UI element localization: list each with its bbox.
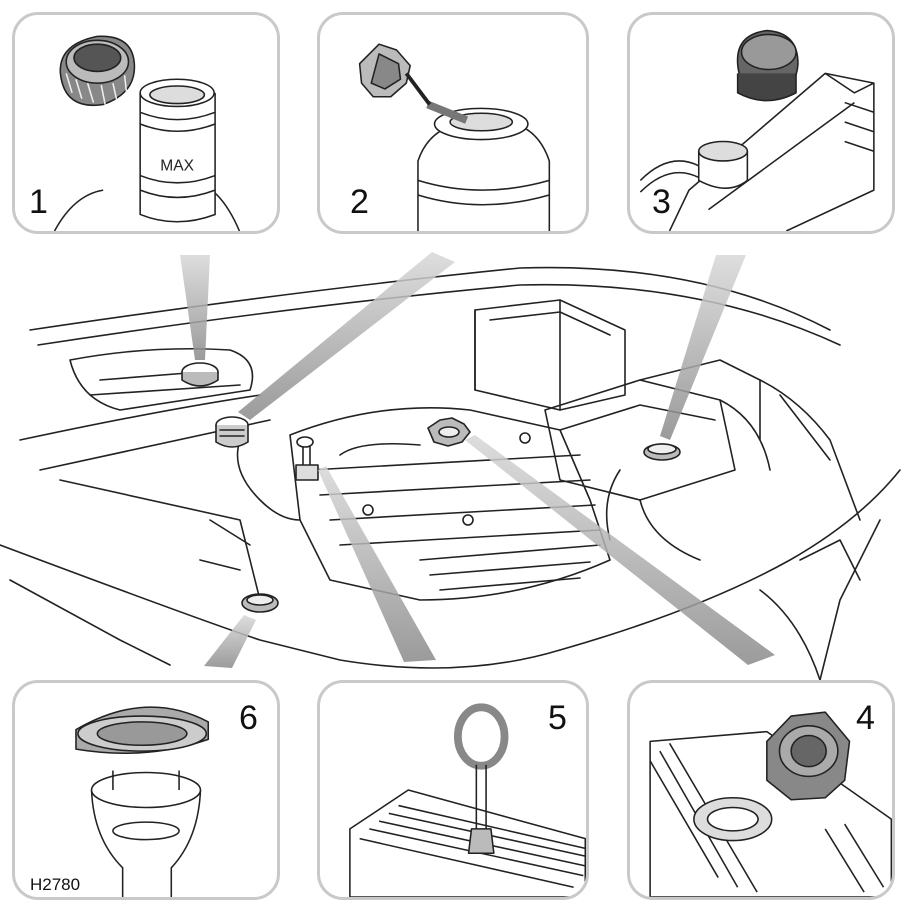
callout-number-3: 3 <box>652 185 671 219</box>
callout-number-6: 6 <box>239 701 258 735</box>
pointer-5 <box>318 466 436 662</box>
pointer-3 <box>660 255 746 440</box>
callout-panel-4: 4 <box>627 680 895 900</box>
coolant-cap-illustration: MAX <box>15 15 277 231</box>
oil-filler-cap-illustration <box>630 683 892 897</box>
callout-panel-2: 2 <box>317 12 589 234</box>
callout-number-1: 1 <box>29 185 48 219</box>
callout-number-4: 4 <box>856 701 875 735</box>
washer-cap-illustration <box>15 683 277 897</box>
callout-panel-3: 3 <box>627 12 895 234</box>
max-marking: MAX <box>160 158 194 175</box>
callout-panel-6: 6 <box>12 680 280 900</box>
callout-panel-1: MAX 1 <box>12 12 280 234</box>
dipstick-illustration <box>320 683 586 897</box>
callout-number-5: 5 <box>548 701 567 735</box>
pointer-2 <box>238 252 455 420</box>
figure-reference: H2780 <box>30 875 80 895</box>
callout-panel-5: 5 <box>317 680 589 900</box>
callout-number-2: 2 <box>350 185 369 219</box>
